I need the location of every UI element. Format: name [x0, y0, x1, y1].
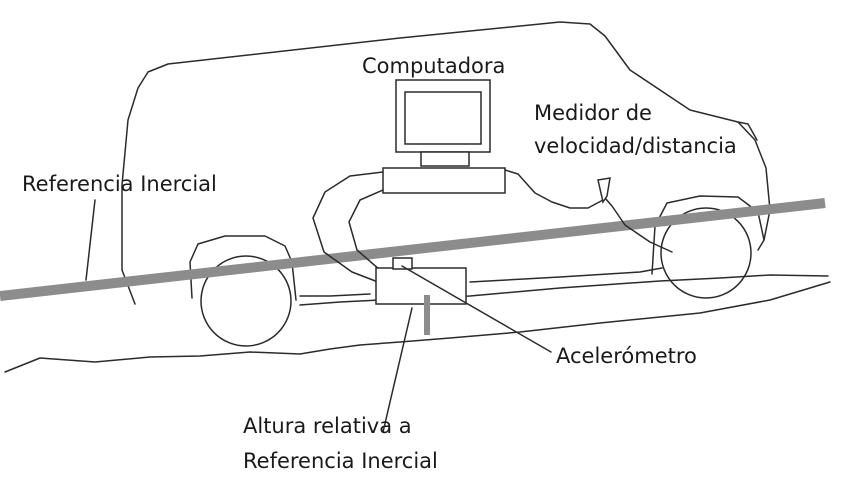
computer-screen: [404, 91, 482, 145]
road-surface-line: [4, 281, 831, 373]
accelerometer: [392, 257, 413, 270]
speed-distance-sensor: [597, 177, 611, 204]
height-laser-beam: [424, 295, 430, 335]
vehicle-underbody-rear: [469, 267, 663, 283]
rear-wheel: [660, 207, 752, 299]
vehicle-underbody: [299, 293, 371, 297]
speed-meter-label-line2: velocidad/distancia: [534, 134, 737, 158]
computer-label: Computadora: [362, 54, 505, 78]
inertial-reference-label: Referencia Inercial: [22, 172, 217, 196]
road-surface-line-upper: [299, 274, 829, 306]
height-leader: [382, 307, 413, 433]
sensor-cable-outer: [312, 171, 384, 283]
computer-base: [382, 167, 506, 194]
height-label-line1: Altura relativa a: [243, 414, 412, 438]
computer-unit: [382, 79, 506, 194]
vehicle-bumper: [737, 121, 758, 141]
vehicle-body-outline: [121, 21, 771, 305]
inertial-reference-leader: [85, 199, 96, 281]
speed-meter-label-line1: Medidor de: [534, 101, 652, 125]
computer-stand: [420, 151, 470, 167]
front-wheel: [200, 255, 292, 347]
speed-meter-cable-to-wheel: [604, 197, 673, 253]
accelerometer-leader: [401, 265, 552, 353]
height-label-line2: Referencia Inercial: [243, 449, 438, 473]
sensor-box: [375, 267, 467, 305]
inertial-reference-beam: [0, 198, 826, 301]
speed-meter-cable: [504, 169, 604, 209]
accelerometer-label: Acelerómetro: [556, 344, 697, 368]
sensor-cable-inner: [348, 189, 384, 271]
